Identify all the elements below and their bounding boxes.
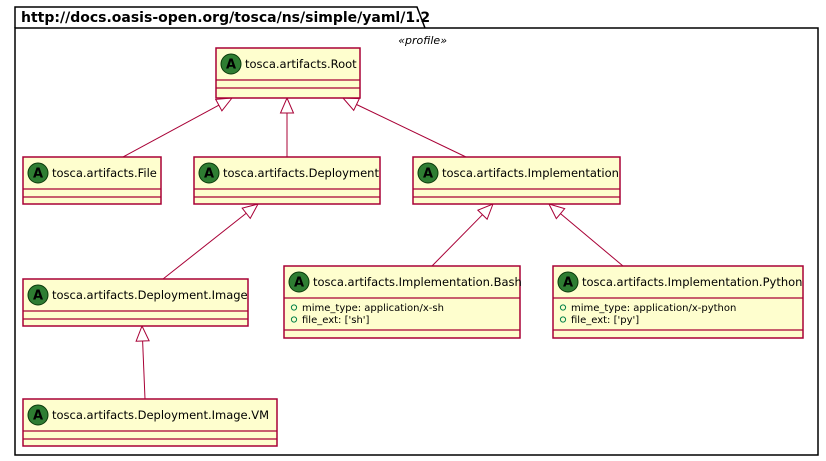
class-box [412, 156, 621, 205]
public-attribute-icon [290, 304, 298, 311]
generalization-vm-to-image [135, 324, 150, 400]
class-box [22, 398, 278, 447]
abstract-badge-letter: A [294, 276, 304, 291]
inheritance-arrowhead [548, 203, 566, 220]
generalization-python-to-impl [548, 203, 624, 267]
package-stereotype: «profile» [398, 34, 447, 47]
abstract-badge-icon [288, 271, 310, 293]
class-name: tosca.artifacts.Implementation.Python [582, 275, 802, 289]
abstract-badge-icon [220, 53, 242, 75]
abstract-badge-icon [557, 271, 579, 293]
abstract-badge-letter: A [226, 58, 236, 73]
abstract-badge-icon [27, 404, 49, 426]
edge-line [162, 212, 247, 280]
class-attribute: mime_type: application/x-sh [302, 303, 444, 314]
edge-line [122, 104, 220, 158]
class-name: tosca.artifacts.Root [245, 57, 357, 71]
class-attribute: file_ext: ['sh'] [302, 315, 370, 326]
generalization-edges [122, 96, 624, 400]
public-attribute-icon [559, 304, 567, 311]
inheritance-arrowhead [135, 324, 150, 342]
abstract-badge-letter: A [33, 409, 43, 424]
edge-line [431, 214, 483, 267]
class-box [552, 265, 804, 339]
package-tab [14, 6, 426, 29]
package-frame: http://docs.oasis-open.org/tosca/ns/simp… [14, 6, 819, 456]
inheritance-arrowhead [279, 96, 295, 114]
generalization-deploy-to-root [279, 96, 295, 157]
class-attribute: file_ext: ['py'] [571, 315, 639, 326]
class-name: tosca.artifacts.Deployment.Image [52, 288, 248, 302]
generalization-bash-to-impl [431, 203, 494, 267]
class-box [22, 278, 249, 327]
edge-line [560, 213, 624, 267]
abstract-badge-letter: A [33, 167, 43, 182]
abstract-badge-letter: A [204, 167, 214, 182]
class-name: tosca.artifacts.Deployment [223, 166, 379, 180]
abstract-badge-letter: A [33, 289, 43, 304]
inheritance-arrowhead [241, 203, 259, 220]
class-name: tosca.artifacts.Implementation.Bash [313, 275, 522, 289]
abstract-badge-icon [27, 162, 49, 184]
package-name: http://docs.oasis-open.org/tosca/ns/simp… [21, 10, 430, 26]
class-attribute: mime_type: application/x-python [571, 303, 736, 314]
class-box [193, 156, 381, 205]
generalization-image-to-deploy [162, 203, 259, 280]
class-name: tosca.artifacts.Implementation [442, 166, 619, 180]
public-attribute-icon [290, 316, 298, 323]
abstract-badge-icon [27, 284, 49, 306]
abstract-badge-letter: A [423, 167, 433, 182]
inheritance-arrowhead [476, 203, 494, 221]
abstract-badge-icon [198, 162, 220, 184]
edge-line [356, 104, 467, 158]
abstract-badge-letter: A [563, 276, 573, 291]
package-body [14, 27, 819, 456]
class-box [215, 47, 361, 99]
public-attribute-icon [559, 316, 567, 323]
edge-line [142, 340, 146, 400]
class-name: tosca.artifacts.File [52, 166, 157, 180]
abstract-badge-icon [417, 162, 439, 184]
class-box [283, 265, 521, 339]
class-box [22, 156, 162, 205]
class-name: tosca.artifacts.Deployment.Image.VM [52, 408, 269, 422]
